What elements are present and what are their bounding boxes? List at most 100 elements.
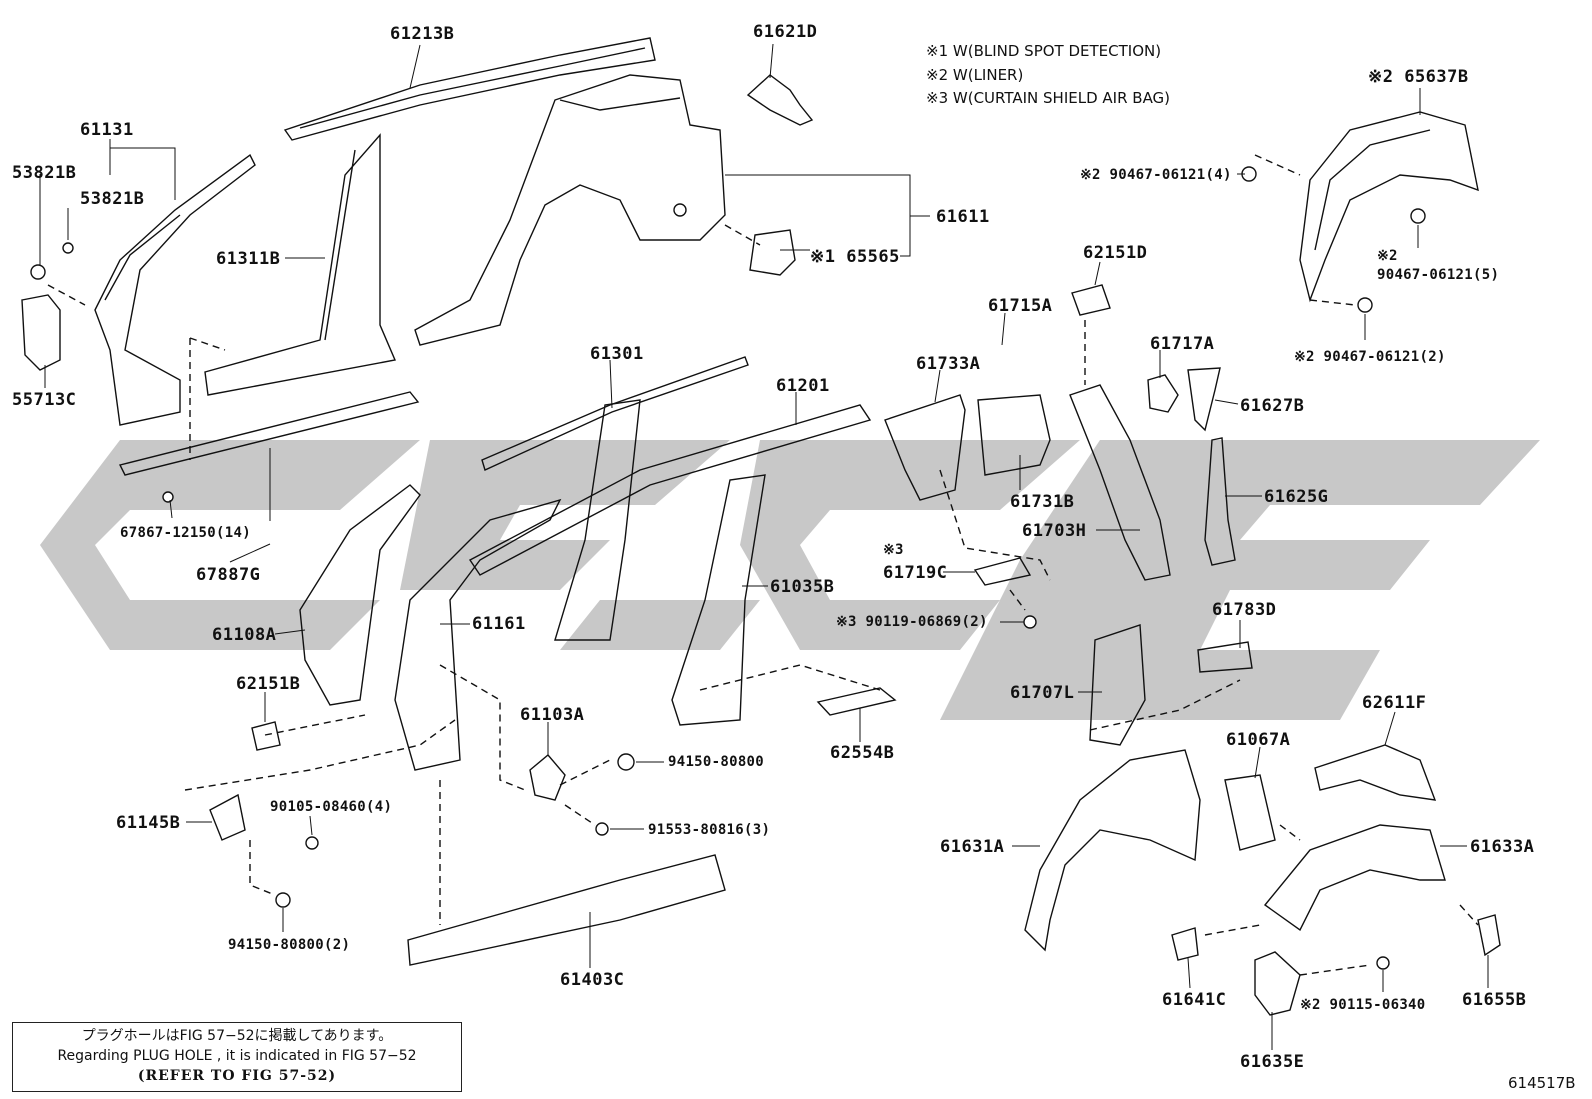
part-61131-front-pillar <box>94 153 256 426</box>
part-label-90105-08460[interactable]: 90105-08460(4) <box>270 799 393 815</box>
part-label-61635E[interactable]: 61635E <box>1240 1052 1305 1072</box>
part-label-67887G[interactable]: 67887G <box>196 565 261 585</box>
part-label-61621D[interactable]: 61621D <box>753 22 818 42</box>
figure-id: 614517B <box>1508 1074 1576 1092</box>
part-61625G-extension <box>1204 437 1236 566</box>
part-62151D-block <box>1071 284 1111 316</box>
part-61103A-bracket <box>529 754 566 801</box>
part-label-62151B[interactable]: 62151B <box>236 674 301 694</box>
part-label-61161[interactable]: 61161 <box>472 614 526 634</box>
part-label-61625G[interactable]: 61625G <box>1264 487 1329 507</box>
part-label-61103A[interactable]: 61103A <box>520 705 585 725</box>
part-label-61633A[interactable]: 61633A <box>1470 837 1535 857</box>
part-53821B-clips <box>30 242 74 280</box>
note-1: ※1 W(BLIND SPOT DETECTION) <box>926 42 1162 60</box>
part-label-61108A[interactable]: 61108A <box>212 625 277 645</box>
plug-hole-reference-box: プラグホールはFIG 57−52に掲載してあります。 Regarding PLU… <box>12 1022 462 1092</box>
reference-line-refer[interactable]: (REFER TO FIG 57-52) <box>137 1068 337 1084</box>
part-61621D-bracket <box>746 74 814 126</box>
part-label-61641C[interactable]: 61641C <box>1162 990 1227 1010</box>
part-label-90467-06121-5[interactable]: 90467-06121(5) <box>1377 267 1500 283</box>
part-61201-roof-side-rail-inner <box>468 404 872 576</box>
part-label-61733A[interactable]: 61733A <box>916 354 981 374</box>
part-label-91553-80816[interactable]: 91553-80816(3) <box>648 822 771 838</box>
part-61641C-bracket <box>1171 927 1199 961</box>
part-label-65565[interactable]: ※1 65565 <box>810 247 900 267</box>
leader-lines <box>39 43 1489 1050</box>
part-label-61201[interactable]: 61201 <box>776 376 830 396</box>
part-label-62554B[interactable]: 62554B <box>830 743 895 763</box>
part-62554B-pad <box>816 687 897 716</box>
part-label-53821B-b[interactable]: 53821B <box>80 189 145 209</box>
part-label-61035B[interactable]: 61035B <box>770 577 835 597</box>
part-label-53821B-a[interactable]: 53821B <box>12 163 77 183</box>
part-label-90467-06121-5-mark: ※2 <box>1377 248 1398 264</box>
part-label-61145B[interactable]: 61145B <box>116 813 181 833</box>
part-55713C-bracket <box>21 294 61 371</box>
part-65637B-liner <box>1299 111 1479 303</box>
part-61633A-wheelhouse-inner <box>1263 824 1446 932</box>
part-61627B-bracket <box>1187 367 1221 432</box>
part-61717A-bracket <box>1147 374 1179 413</box>
part-61213B-roof-rail <box>283 37 656 141</box>
part-61635E-mudguard <box>1254 951 1301 1016</box>
part-label-61131[interactable]: 61131 <box>80 120 134 140</box>
part-label-67867-12150[interactable]: 67867-12150(14) <box>120 525 251 541</box>
fastener-symbols <box>162 166 1426 970</box>
part-61145B-bracket <box>209 793 246 841</box>
part-label-90119-06869[interactable]: ※3 90119-06869(2) <box>836 614 988 630</box>
part-label-94150-80800-2[interactable]: 94150-80800(2) <box>228 937 351 953</box>
part-b-pillar-outer <box>554 399 641 641</box>
part-label-61311B[interactable]: 61311B <box>216 249 281 269</box>
part-label-61783D[interactable]: 61783D <box>1212 600 1277 620</box>
part-67887G-rocker-molding <box>118 391 420 476</box>
part-label-61719C[interactable]: 61719C <box>883 563 948 583</box>
part-label-61655B[interactable]: 61655B <box>1462 990 1527 1010</box>
part-label-55713C[interactable]: 55713C <box>12 390 77 410</box>
part-61719C-bracket <box>973 557 1032 586</box>
part-61301-roof-side-rail <box>481 356 749 471</box>
part-61733A-bracket <box>884 394 966 501</box>
part-label-94150-80800-a[interactable]: 94150-80800 <box>668 754 765 770</box>
dashed-assembly-lines <box>47 154 1479 976</box>
reference-line-japanese: プラグホールはFIG 57−52に掲載してあります。 <box>81 1028 393 1044</box>
part-label-90115-06340[interactable]: ※2 90115-06340 <box>1300 997 1426 1013</box>
part-label-61703H[interactable]: 61703H <box>1022 521 1087 541</box>
reference-line-english: Regarding PLUG HOLE , it is indicated in… <box>57 1048 417 1064</box>
note-2: ※2 W(LINER) <box>926 66 1024 84</box>
part-61655B-bracket <box>1477 914 1501 957</box>
part-label-61717A[interactable]: 61717A <box>1150 334 1215 354</box>
part-65565-sensor-bracket <box>749 229 796 276</box>
part-61108A-pillar-reinforcement <box>299 484 421 706</box>
part-label-90467-06121-2[interactable]: ※2 90467-06121(2) <box>1294 349 1446 365</box>
note-3: ※3 W(CURTAIN SHIELD AIR BAG) <box>926 89 1171 107</box>
part-label-65637B[interactable]: ※2 65637B <box>1368 67 1469 87</box>
part-label-61301[interactable]: 61301 <box>590 344 644 364</box>
part-label-62151D[interactable]: 62151D <box>1083 243 1148 263</box>
part-label-61715A[interactable]: 61715A <box>988 296 1053 316</box>
part-61611-quarter-panel <box>414 74 726 346</box>
part-61703H-wheelhouse-pillar <box>1069 384 1171 581</box>
part-label-61627B[interactable]: 61627B <box>1240 396 1305 416</box>
part-label-61213B[interactable]: 61213B <box>390 24 455 44</box>
part-62611F-liner <box>1314 744 1437 801</box>
part-label-61631A[interactable]: 61631A <box>940 837 1005 857</box>
part-61707L-reinforcement <box>1089 624 1146 746</box>
part-label-61403C[interactable]: 61403C <box>560 970 625 990</box>
part-62151B-block <box>251 721 281 751</box>
part-61067A-pad <box>1224 774 1276 851</box>
part-61783D-pad <box>1197 641 1253 673</box>
part-61311B-center-pillar <box>204 133 396 396</box>
part-label-61611[interactable]: 61611 <box>936 207 990 227</box>
part-label-61719C-mark: ※3 <box>883 542 904 558</box>
part-label-61707L[interactable]: 61707L <box>1010 683 1075 703</box>
part-61631A-wheelhouse-outer <box>1024 749 1201 952</box>
part-label-61731B[interactable]: 61731B <box>1010 492 1075 512</box>
part-label-90467-06121-4[interactable]: ※2 90467-06121(4) <box>1080 167 1232 183</box>
part-61161-front-pillar-inner <box>394 498 562 771</box>
part-label-61067A[interactable]: 61067A <box>1226 730 1291 750</box>
part-label-62611F[interactable]: 62611F <box>1362 693 1427 713</box>
part-61403C-rocker-inner <box>407 854 726 966</box>
